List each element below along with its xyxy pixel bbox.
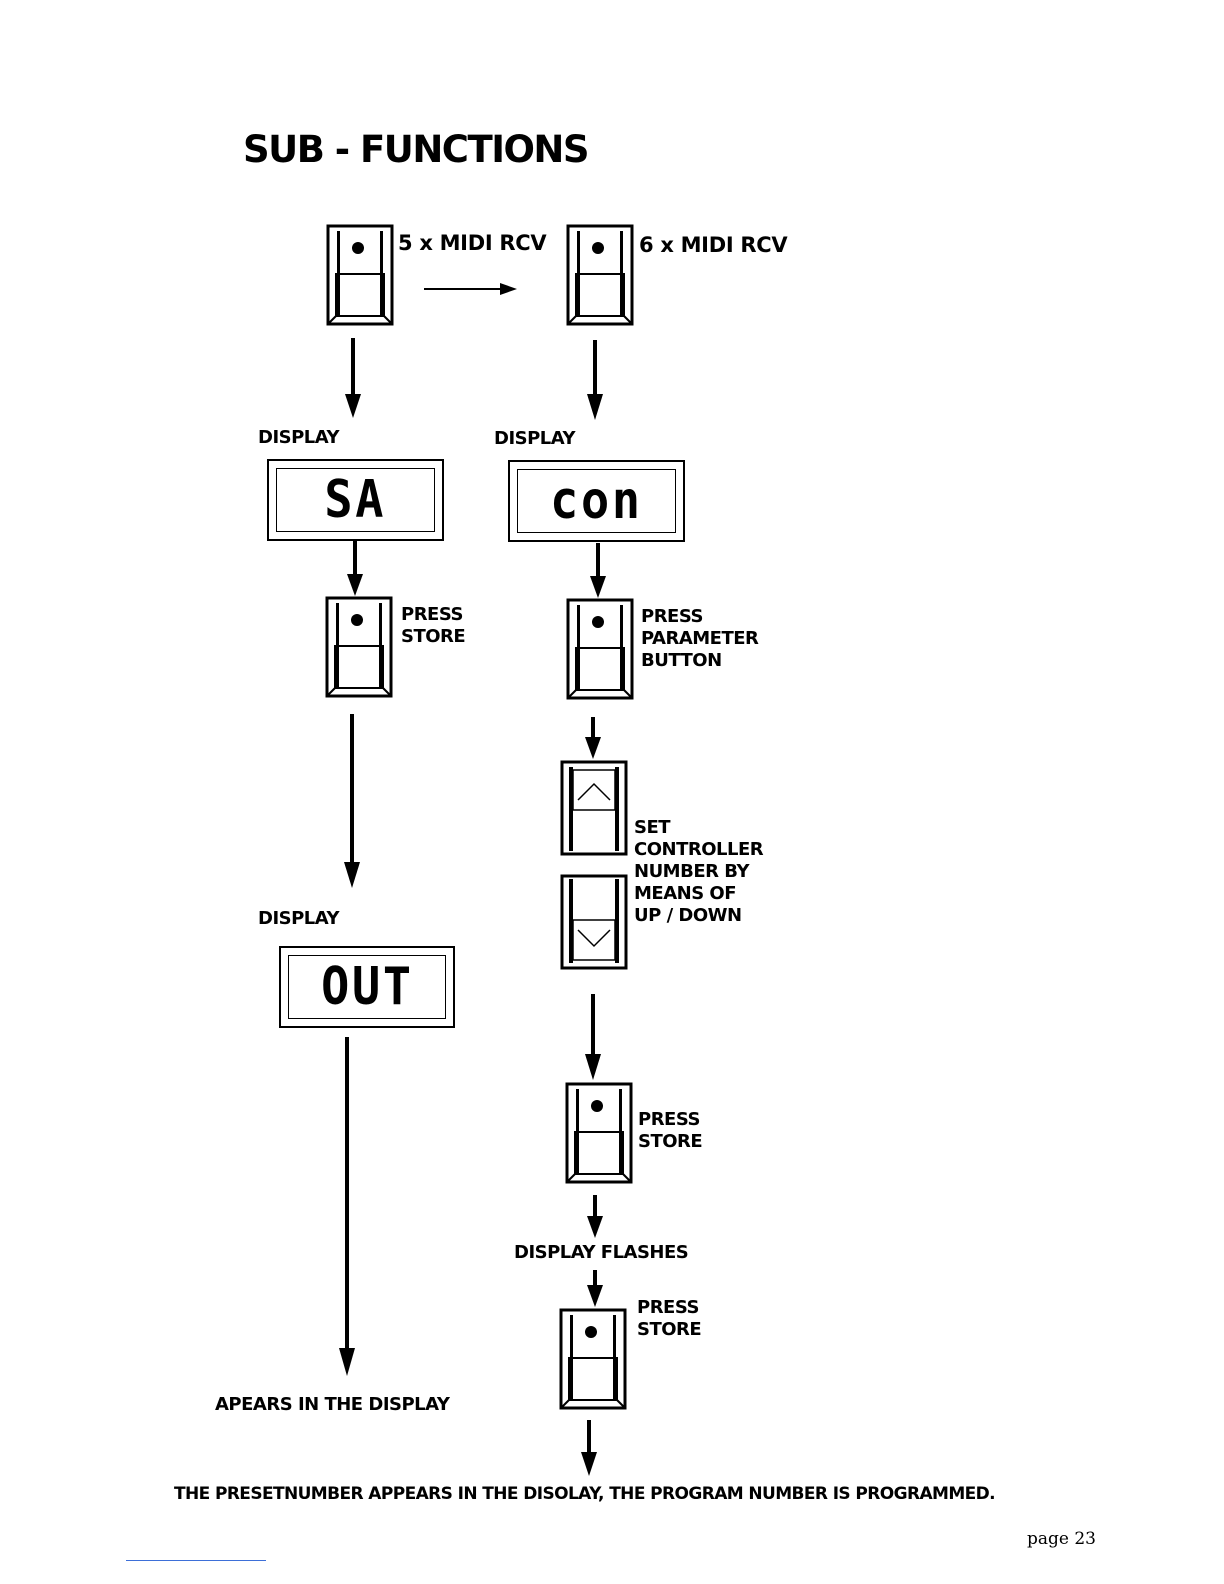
arrow-icon	[345, 338, 361, 418]
press-store-label: PRESS STORE	[638, 1109, 703, 1152]
arrow-icon	[424, 283, 517, 295]
led-push-button-icon	[566, 224, 634, 326]
arrow-icon	[587, 1195, 603, 1238]
button-label-5x: 5 x MIDI RCV	[398, 231, 547, 255]
led-push-button-icon	[565, 1082, 633, 1184]
arrow-icon	[587, 1270, 603, 1307]
arrow-icon	[590, 543, 606, 598]
page-number: page 23	[1027, 1529, 1096, 1549]
page-title: SUB - FUNCTIONS	[243, 128, 590, 171]
press-parameter-label: PRESS PARAMETER BUTTON	[641, 606, 759, 671]
footer-note: THE PRESETNUMBER APPEARS IN THE DISOLAY,…	[174, 1484, 996, 1504]
led-push-button-icon	[559, 1308, 627, 1410]
display-value: SA	[324, 470, 387, 530]
arrow-icon	[585, 994, 601, 1080]
arrow-icon	[344, 714, 360, 888]
led-push-button-icon	[566, 598, 634, 700]
display-label: DISPLAY	[258, 427, 340, 448]
display-flashes-label: DISPLAY FLASHES	[514, 1242, 689, 1263]
arrow-icon	[339, 1037, 355, 1376]
press-store-label: PRESS STORE	[401, 604, 466, 647]
display-sa: SA	[267, 459, 444, 541]
led-push-button-icon	[325, 596, 393, 698]
press-store-label: PRESS STORE	[637, 1297, 702, 1340]
display-value: OUT	[320, 957, 414, 1017]
result-label: APEARS IN THE DISPLAY	[215, 1394, 450, 1415]
display-out: OUT	[279, 946, 455, 1028]
display-label: DISPLAY	[258, 908, 340, 929]
footnote-rule	[126, 1560, 266, 1561]
led-push-button-icon	[326, 224, 394, 326]
arrow-icon	[587, 340, 603, 420]
arrow-icon	[347, 540, 363, 596]
button-label-6x: 6 x MIDI RCV	[639, 233, 788, 257]
up-arrow-button-icon	[560, 760, 628, 856]
arrow-icon	[581, 1420, 597, 1476]
arrow-icon	[585, 717, 601, 759]
display-label: DISPLAY	[494, 428, 576, 449]
display-con: con	[508, 460, 685, 542]
down-arrow-button-icon	[560, 874, 628, 970]
display-value: con	[550, 471, 643, 531]
set-controller-label: SET CONTROLLER NUMBER BY MEANS OF UP / D…	[634, 817, 764, 926]
